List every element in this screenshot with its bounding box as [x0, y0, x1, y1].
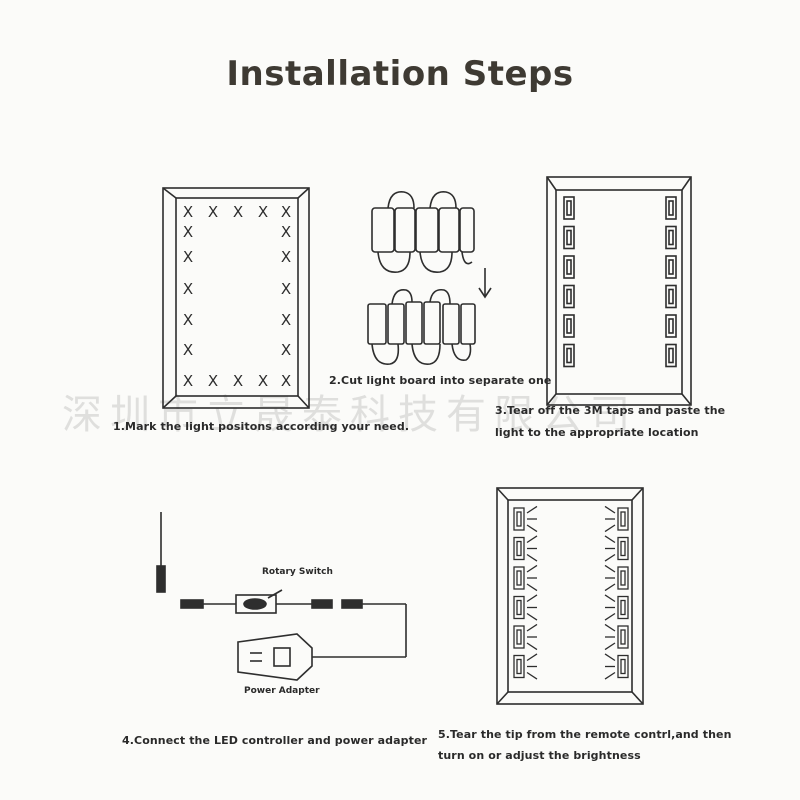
step1-mirror-frame	[162, 187, 310, 409]
lit-strip	[513, 505, 538, 533]
page-title: Installation Steps	[226, 54, 574, 94]
light-strip	[665, 196, 677, 220]
step2-down-arrow	[478, 268, 492, 299]
step3-mirror-frame	[546, 176, 692, 406]
light-strip	[563, 343, 575, 368]
mark-x: X	[183, 248, 193, 266]
light-strip	[665, 225, 677, 250]
mark-x: X	[258, 372, 268, 390]
lit-strip	[604, 564, 629, 592]
light-strip	[563, 225, 575, 250]
lit-strip	[513, 653, 538, 680]
mark-x: X	[281, 372, 291, 390]
mark-x: X	[183, 311, 193, 329]
rotary-switch	[235, 594, 277, 614]
lit-strip	[604, 623, 629, 651]
light-strip	[563, 196, 575, 220]
lit-strip	[604, 653, 629, 680]
lit-strip	[604, 535, 629, 562]
light-strip	[665, 284, 677, 309]
step2-led-modules-separated	[367, 288, 476, 365]
light-strip	[665, 255, 677, 279]
step3-caption-line1: 3.Tear off the 3M taps and paste the	[495, 404, 726, 417]
mark-x: X	[208, 203, 218, 221]
light-strip	[665, 314, 677, 338]
mark-x: X	[183, 203, 193, 221]
step4-cable	[180, 589, 407, 658]
light-strip	[563, 255, 575, 279]
lit-strip	[513, 623, 538, 651]
step4-remote-antenna	[156, 512, 166, 593]
mark-x: X	[183, 280, 193, 298]
step3-pasted-lights	[563, 196, 677, 368]
step5-caption-line1: 5.Tear the tip from the remote contrl,an…	[438, 728, 732, 741]
mark-x: X	[183, 341, 193, 359]
mark-x: X	[281, 203, 291, 221]
lit-strip	[513, 535, 538, 562]
mark-x: X	[258, 203, 268, 221]
mark-x: X	[281, 248, 291, 266]
step5-mirror-frame	[496, 487, 644, 705]
lit-strip	[513, 564, 538, 592]
step2-led-modules-upper	[371, 191, 475, 273]
rotary-switch-label: Rotary Switch	[262, 567, 333, 577]
mark-x: X	[281, 341, 291, 359]
mark-x: X	[281, 223, 291, 241]
mark-x: X	[233, 372, 243, 390]
light-strip	[563, 284, 575, 309]
light-strip	[563, 314, 575, 338]
lit-strip	[604, 594, 629, 621]
power-adapter	[237, 633, 313, 681]
step1-caption: 1.Mark the light positons according your…	[113, 420, 410, 433]
mark-x: X	[233, 203, 243, 221]
mark-x: X	[281, 311, 291, 329]
step2-caption: 2.Cut light board into separate one	[329, 374, 552, 387]
lit-strip	[513, 594, 538, 621]
mark-x: X	[183, 372, 193, 390]
mark-x: X	[183, 223, 193, 241]
power-adapter-label: Power Adapter	[244, 686, 320, 696]
lit-strip	[604, 505, 629, 533]
step5-lit-lights	[513, 505, 629, 680]
step3-caption-line2: light to the appropriate location	[495, 426, 699, 439]
mark-x: X	[281, 280, 291, 298]
mark-x: X	[208, 372, 218, 390]
step4-caption: 4.Connect the LED controller and power a…	[122, 734, 428, 747]
step5-caption-line2: turn on or adjust the brightness	[438, 749, 641, 762]
light-strip	[665, 343, 677, 368]
